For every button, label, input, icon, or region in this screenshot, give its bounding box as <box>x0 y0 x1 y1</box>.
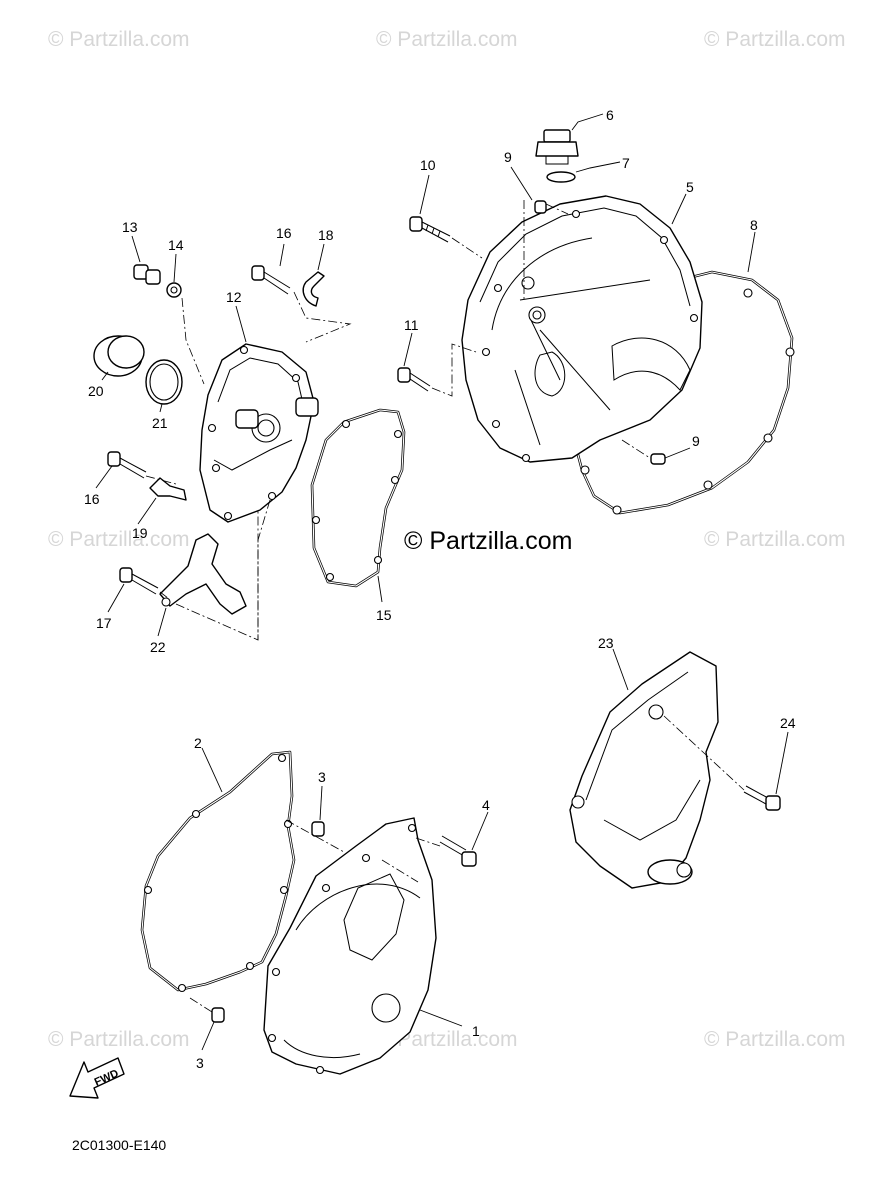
watermark-top-left: © Partzilla.com <box>48 28 190 51</box>
callout-19: 19 <box>132 525 148 541</box>
callout-labels: 1 2 3 3 4 5 6 7 8 9 9 10 11 12 13 14 15 … <box>84 107 796 1071</box>
bolt-16-upper <box>251 265 291 295</box>
forward-arrow-icon: FWD <box>69 1057 125 1099</box>
bolt-16-lower <box>107 451 147 479</box>
watermark-top-right: © Partzilla.com <box>704 28 846 51</box>
sprocket-cover-23 <box>569 651 719 889</box>
dowel-pin-9-lower <box>650 453 666 465</box>
callout-15: 15 <box>376 607 392 623</box>
callout-16-upper: 16 <box>276 225 292 241</box>
dowel-pin-9-upper <box>534 200 547 214</box>
bolt-4 <box>439 835 477 867</box>
gasket-2-holes <box>143 753 293 993</box>
clamp-18 <box>302 271 325 307</box>
generator-cover-1-bosses <box>267 823 417 1075</box>
callout-11: 11 <box>404 317 419 333</box>
callout-16-lower: 16 <box>84 491 100 507</box>
oil-filler-cap-6 <box>535 129 579 165</box>
inner-cover-12-bosses <box>207 345 301 521</box>
clamp-19 <box>149 477 187 501</box>
watermark-top-center: © Partzilla.com <box>376 28 518 51</box>
watermark-bottom-right: © Partzilla.com <box>704 1028 846 1051</box>
callout-12: 12 <box>226 289 242 305</box>
watermark-layer: © Partzilla.com © Partzilla.com © Partzi… <box>48 28 846 1051</box>
callout-8: 8 <box>750 217 758 233</box>
gasket-2 <box>140 750 296 992</box>
o-ring-7 <box>546 171 576 183</box>
callout-1: 1 <box>472 1023 480 1039</box>
callout-14: 14 <box>168 237 184 253</box>
watermark-center: © Partzilla.com <box>404 527 572 555</box>
bolt-13 <box>133 264 161 285</box>
callout-17: 17 <box>96 615 112 631</box>
inner-cover-assembly <box>93 235 406 641</box>
sprocket-cover-assembly <box>569 648 789 889</box>
crankcase-cover-5 <box>461 195 703 463</box>
plug-20 <box>93 335 145 377</box>
watermark-bottom-center: © Partzilla.com <box>376 1028 518 1051</box>
watermark-bottom-left: © Partzilla.com <box>48 1028 190 1051</box>
callout-4: 4 <box>482 797 490 813</box>
bolt-24 <box>743 785 781 811</box>
generator-cover-assembly <box>140 747 489 1075</box>
cover-5-bolt-bosses <box>481 209 699 463</box>
callout-24: 24 <box>780 715 796 731</box>
bolt-17 <box>119 567 159 595</box>
bracket-22 <box>159 533 247 615</box>
callout-2: 2 <box>194 735 202 751</box>
callout-7: 7 <box>622 155 630 171</box>
callout-6: 6 <box>606 107 614 123</box>
dowel-pin-3-upper <box>311 821 325 837</box>
callout-5: 5 <box>686 179 694 195</box>
callout-3-upper: 3 <box>318 769 326 785</box>
dowel-pin-3-lower <box>211 1007 225 1023</box>
callout-10: 10 <box>420 157 436 173</box>
callout-20: 20 <box>88 383 104 399</box>
callout-9-upper: 9 <box>504 149 512 165</box>
bolt-10 <box>409 216 451 243</box>
callout-23: 23 <box>598 635 614 651</box>
callout-18: 18 <box>318 227 334 243</box>
callout-9-lower: 9 <box>692 433 700 449</box>
callout-22: 22 <box>150 639 166 655</box>
gasket-15-holes <box>311 419 403 582</box>
watermark-mid-left: © Partzilla.com <box>48 528 190 551</box>
bolt-11 <box>397 367 431 392</box>
callout-3-lower: 3 <box>196 1055 204 1071</box>
watermark-mid-right: © Partzilla.com <box>704 528 846 551</box>
callout-21: 21 <box>152 415 168 431</box>
diagram-code: 2C01300-E140 <box>72 1137 166 1153</box>
callout-13: 13 <box>122 219 138 235</box>
crankcase-cover-assembly <box>397 113 795 515</box>
